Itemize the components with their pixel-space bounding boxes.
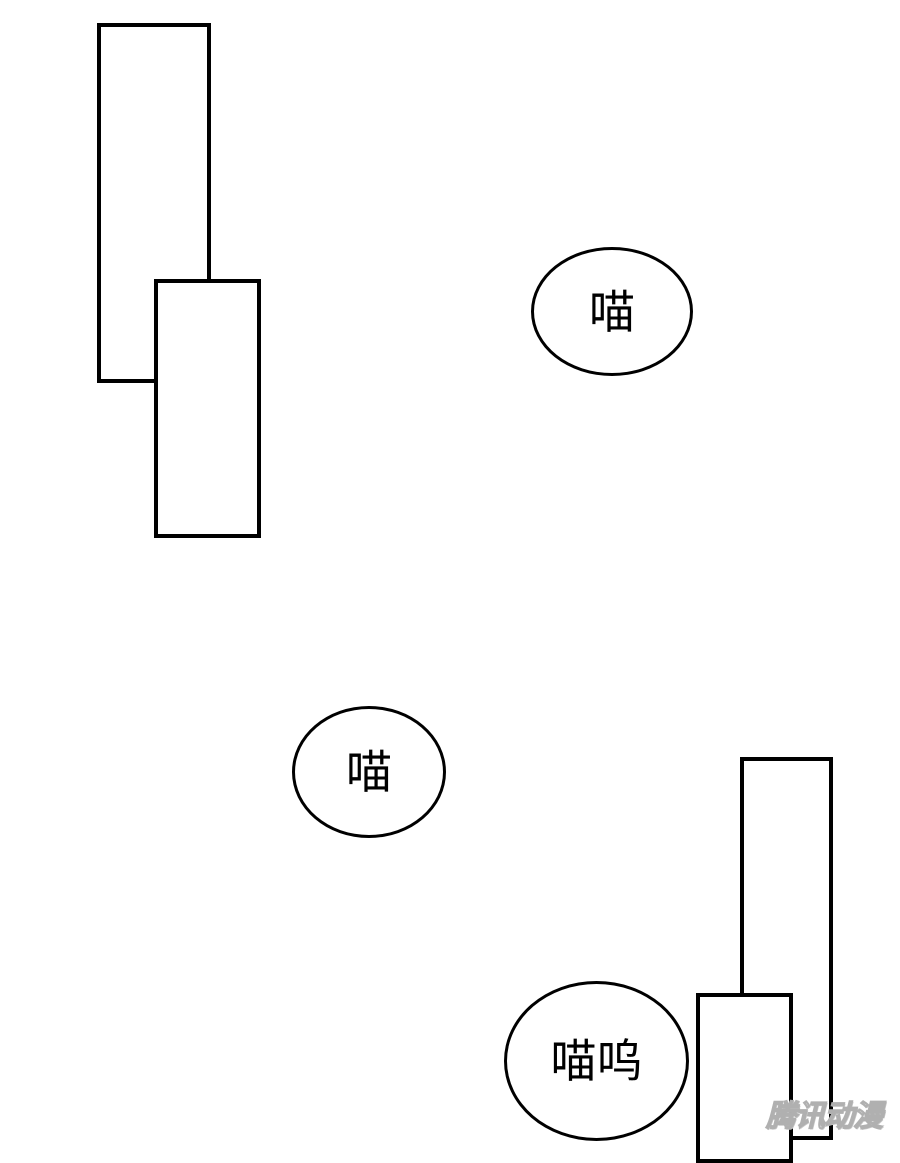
speech-bubble-3-text: 喵呜 (550, 1034, 643, 1088)
speech-bubble-2: 喵 (292, 706, 446, 838)
speech-bubble-3: 喵呜 (504, 981, 689, 1141)
speech-bubble-1-text: 喵 (589, 284, 635, 339)
speech-bubble-1: 喵 (531, 247, 693, 376)
watermark-logo: 腾讯动漫 (765, 1091, 883, 1135)
watermark-text: 腾讯动漫 (765, 1098, 883, 1134)
panel-bottom-right-short (696, 993, 793, 1163)
panel-top-left-short (154, 279, 261, 538)
speech-bubble-2-text: 喵 (346, 745, 392, 799)
